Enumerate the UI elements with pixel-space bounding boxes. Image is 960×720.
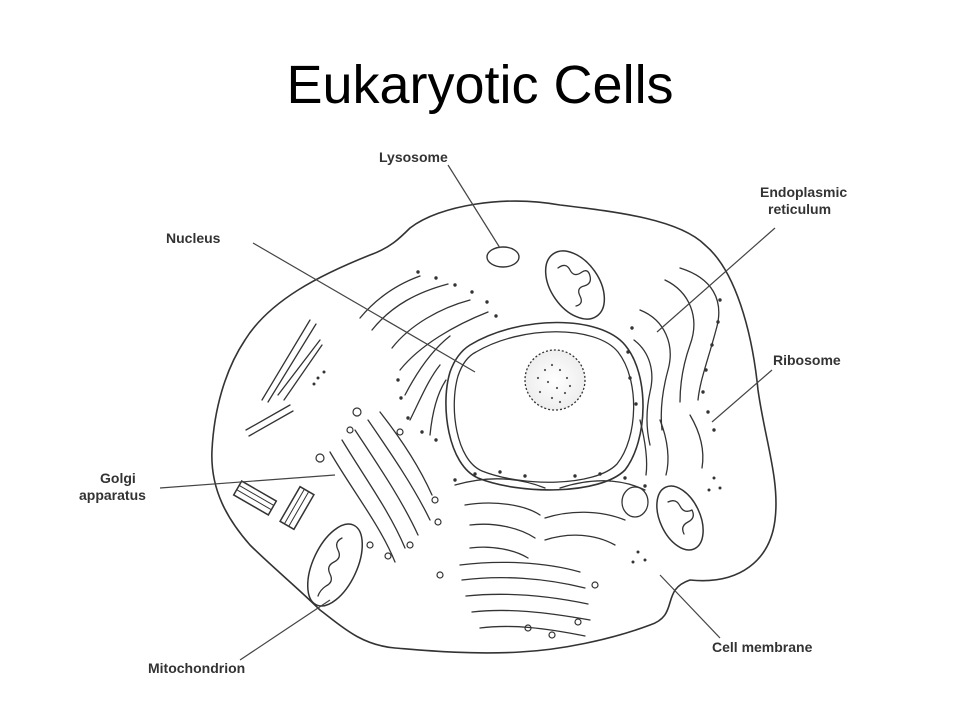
- golgi-apparatus: [329, 411, 433, 563]
- leader-lysosome: [447, 164, 501, 249]
- label-lysosome: Lysosome: [379, 149, 448, 165]
- leader-mitochondrion: [239, 599, 331, 661]
- leader-golgi: [159, 474, 336, 489]
- leader-er: [656, 227, 776, 333]
- rough-er-right: [633, 267, 720, 476]
- label-er-line2: reticulum: [768, 201, 831, 217]
- cell-membrane-outline: [211, 200, 777, 654]
- leader-ribosome: [711, 369, 773, 423]
- label-ribosome: Ribosome: [773, 352, 841, 368]
- lysosome: [486, 246, 520, 268]
- label-golgi-line1: Golgi: [100, 470, 136, 486]
- mitochondrion-right: [656, 485, 704, 551]
- mitochondrion-top: [544, 250, 606, 320]
- label-mitochondrion: Mitochondrion: [148, 660, 245, 676]
- label-nucleus: Nucleus: [166, 230, 221, 246]
- label-er-line1: Endoplasmic: [760, 184, 847, 200]
- microfilaments: [245, 319, 323, 437]
- vesicle-large: [621, 486, 649, 518]
- nucleus: [445, 321, 644, 491]
- rough-er-bottom: [454, 478, 646, 559]
- golgi-apparatus-bottom: [459, 561, 591, 637]
- label-golgi-line2: apparatus: [79, 487, 146, 503]
- leader-cell-membrane: [659, 574, 721, 639]
- leader-nucleus: [252, 242, 476, 373]
- nucleolus: [524, 349, 586, 411]
- mitochondrion-left: [306, 523, 364, 607]
- slide-title: Eukaryotic Cells: [286, 55, 674, 115]
- rough-er-left: [359, 275, 489, 436]
- centrioles: [232, 480, 315, 531]
- vesicles: [315, 407, 599, 639]
- label-cell-membrane: Cell membrane: [712, 639, 813, 655]
